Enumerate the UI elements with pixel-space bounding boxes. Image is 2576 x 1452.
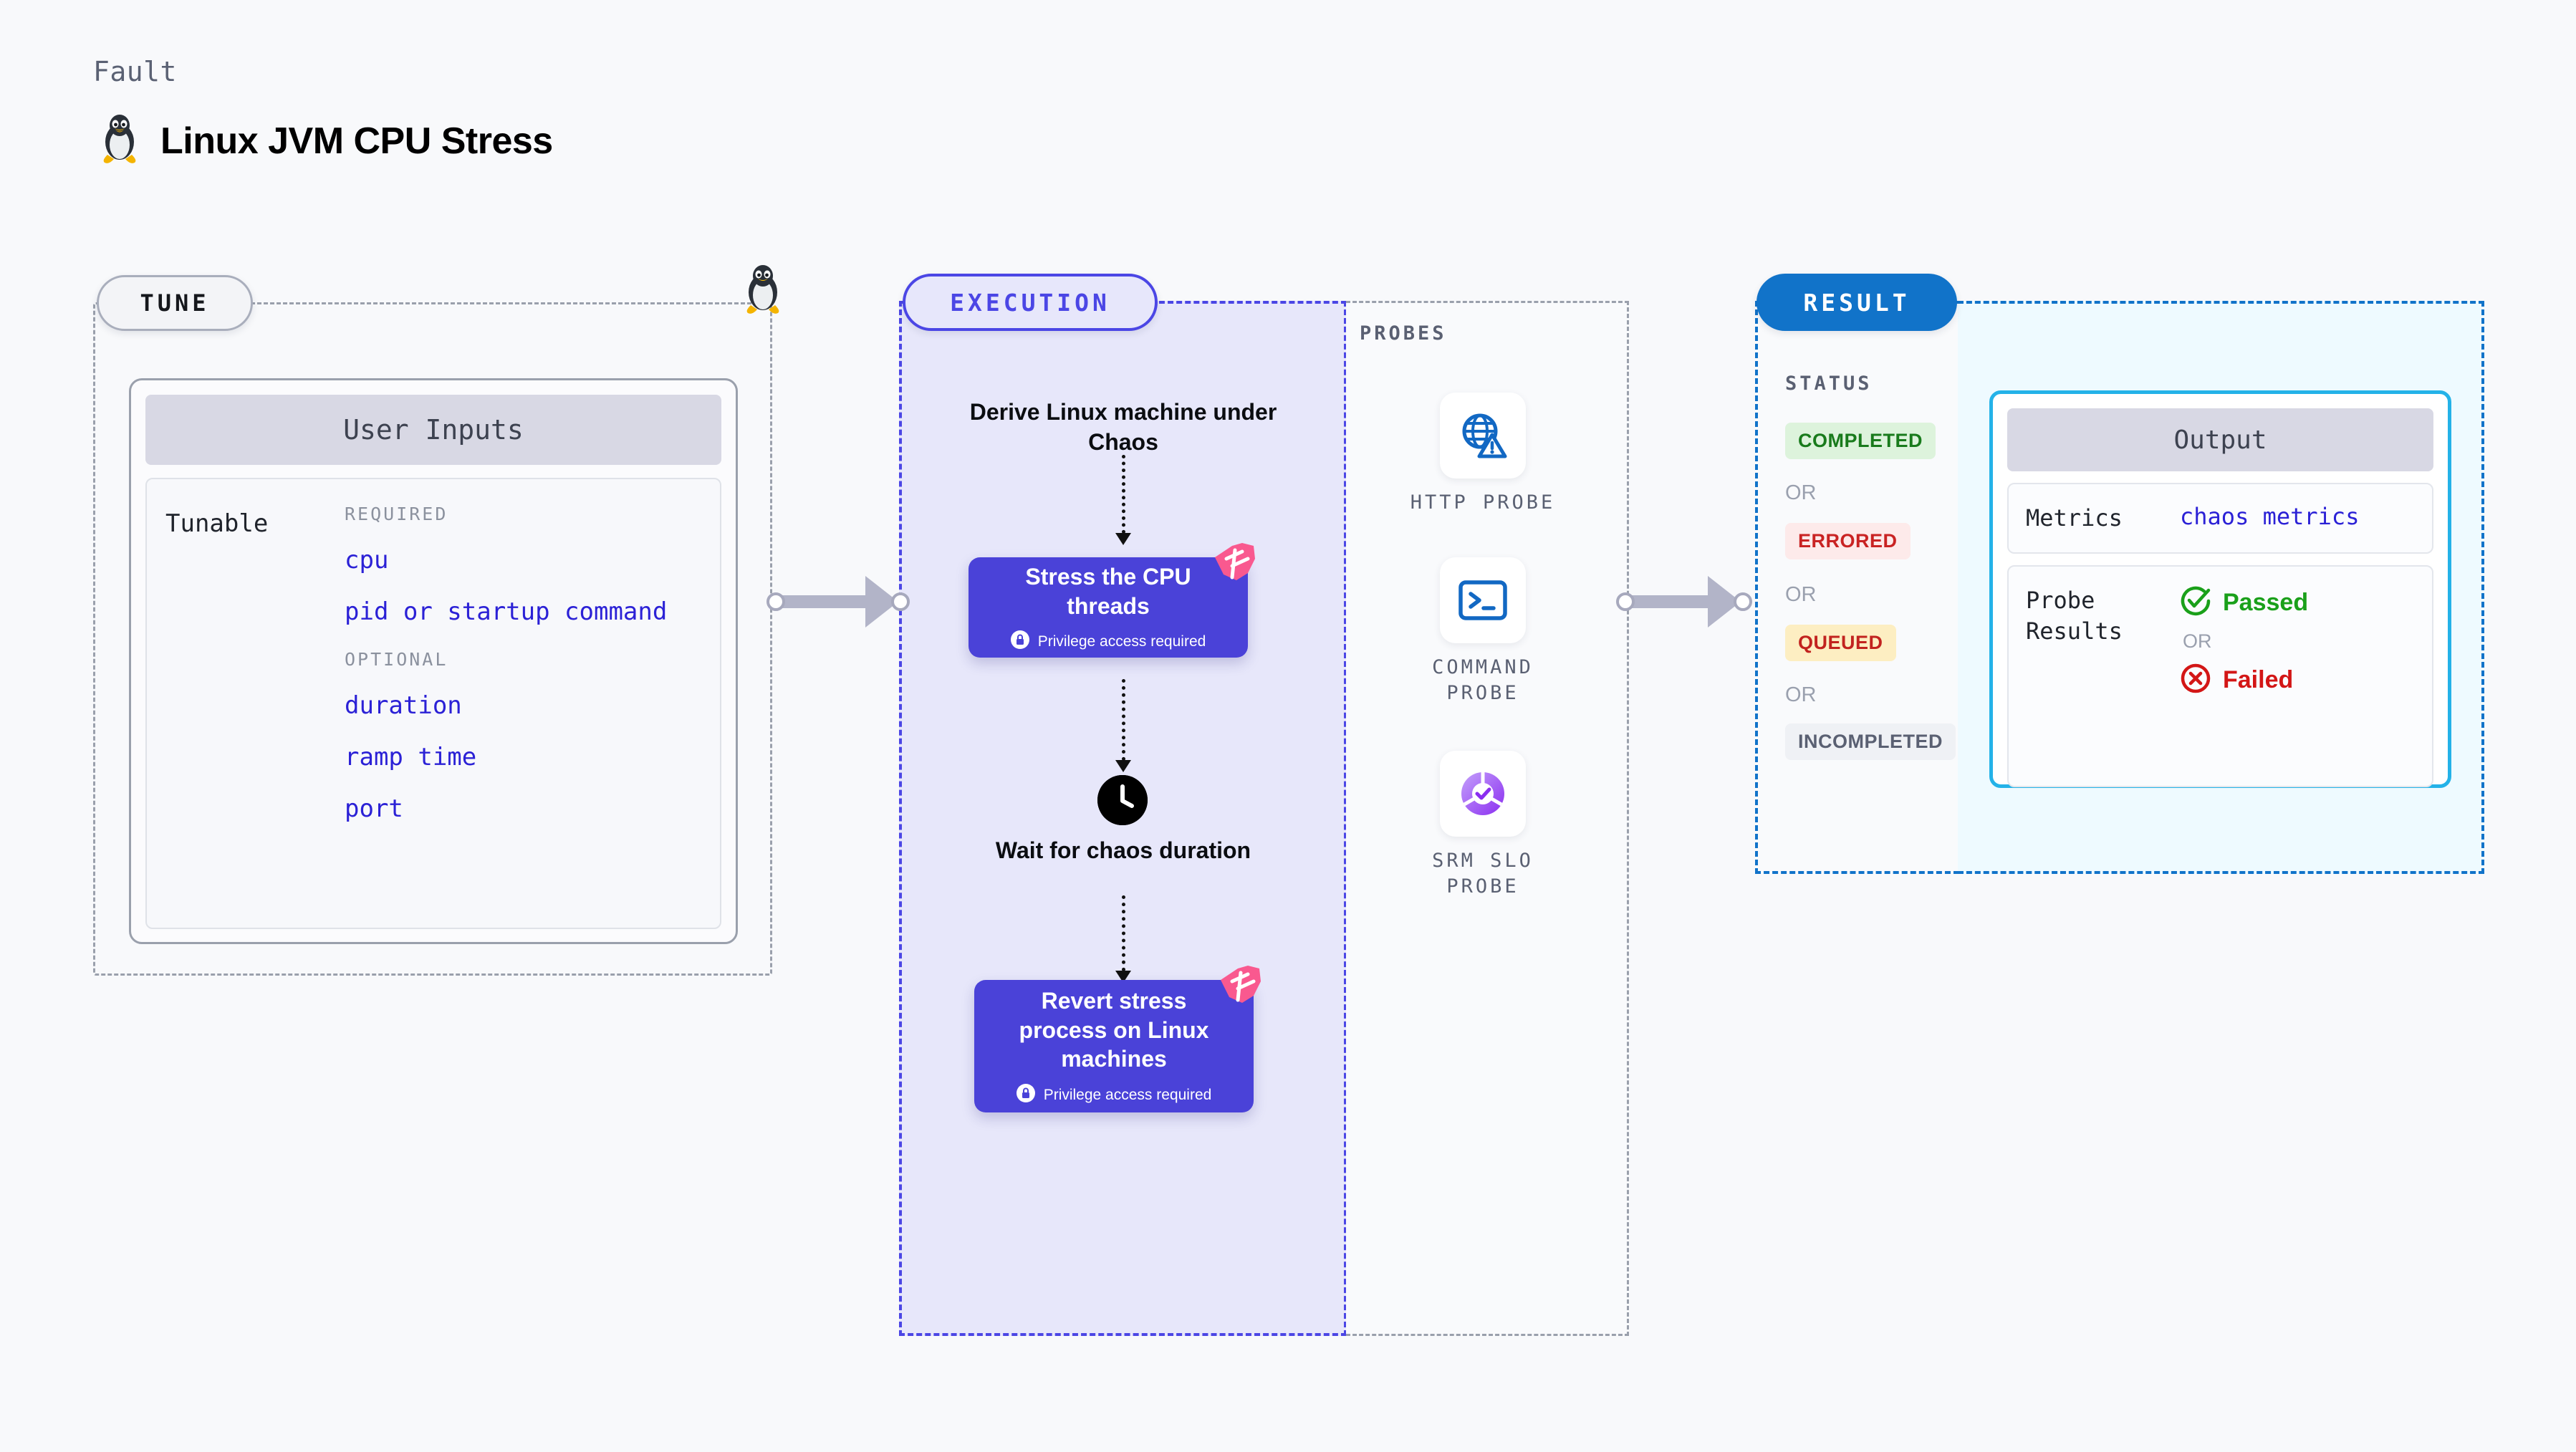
tunable-param-duration[interactable]: duration — [345, 691, 462, 720]
status-title: STATUS — [1785, 372, 1873, 395]
check-circle-icon — [2180, 585, 2211, 620]
result-pill[interactable]: RESULT — [1756, 274, 1957, 331]
status-badge-incompleted: INCOMPLETED — [1785, 723, 1956, 760]
probe-item-srm-slo[interactable]: SRM SLO PROBE — [1390, 751, 1576, 900]
privilege-note: Privilege access required — [1016, 1084, 1212, 1106]
connector-bar — [1632, 595, 1715, 608]
privilege-note-label: Privilege access required — [1037, 633, 1206, 650]
flow-arrow-3 — [1115, 895, 1131, 983]
page-title: Linux JVM CPU Stress — [160, 120, 553, 162]
connector-execution-to-result — [1616, 573, 1752, 630]
status-badge-completed: COMPLETED — [1785, 423, 1936, 459]
probe-results-key: Probe Results — [2026, 587, 2123, 645]
linux-tux-icon — [97, 113, 142, 168]
probe-result-failed: Failed — [2180, 663, 2415, 698]
x-circle-icon — [2180, 663, 2211, 698]
probe-label-command: COMMAND PROBE — [1432, 656, 1534, 705]
status-badge-queued: QUEUED — [1785, 625, 1896, 661]
linux-tux-corner-icon — [738, 264, 788, 315]
connector-end-dot — [891, 592, 910, 611]
tunable-param-pid-or-startup-command[interactable]: pid or startup command — [345, 597, 668, 626]
privilege-note-label: Privilege access required — [1043, 1086, 1212, 1103]
connector-start-dot — [1616, 592, 1635, 611]
status-badge-errored: ERRORED — [1785, 523, 1911, 559]
probe-result-failed-label: Failed — [2223, 666, 2294, 694]
user-inputs-title: User Inputs — [145, 395, 721, 465]
privilege-note: Privilege access required — [1010, 630, 1206, 653]
probe-item-http[interactable]: HTTP PROBE — [1390, 393, 1576, 516]
probe-label-srm-slo: SRM SLO PROBE — [1432, 850, 1534, 898]
clock-icon — [1097, 775, 1148, 825]
tune-pill[interactable]: TUNE — [97, 275, 253, 331]
tunable-param-port[interactable]: port — [345, 794, 403, 823]
step-revert-stress-process-card[interactable]: Revert stress process on Linux machines … — [974, 966, 1261, 1112]
user-inputs-card: User Inputs Tunable REQUIRED cpu pid or … — [129, 378, 738, 944]
flow-arrow-1 — [1115, 455, 1131, 545]
execution-pill[interactable]: EXECUTION — [903, 274, 1158, 331]
slo-donut-check-icon — [1440, 751, 1526, 837]
terminal-icon — [1440, 557, 1526, 643]
probe-result-or: OR — [2183, 630, 2212, 653]
probe-label-http: HTTP PROBE — [1410, 491, 1556, 514]
optional-group-title: OPTIONAL — [345, 649, 448, 670]
step-revert-stress-process-label: Revert stress process on Linux machines — [1019, 987, 1209, 1072]
probes-title: PROBES — [1360, 322, 1447, 345]
harness-badge-icon — [1211, 542, 1258, 586]
step-stress-cpu-threads-label: Stress the CPU threads — [1025, 563, 1191, 619]
connector-bar — [782, 595, 873, 608]
status-or-1: OR — [1785, 481, 1817, 504]
output-card: Output Metrics chaos metrics Probe Resul… — [1989, 390, 2451, 788]
tunable-param-ramp-time[interactable]: ramp time — [345, 743, 477, 771]
page-title-row: Linux JVM CPU Stress — [97, 113, 553, 168]
output-row-metrics: Metrics chaos metrics — [2007, 483, 2433, 554]
probe-results-values: Passed OR Failed — [2180, 585, 2415, 698]
tune-section-container — [93, 302, 772, 976]
user-inputs-body: Tunable REQUIRED cpu pid or startup comm… — [145, 478, 721, 929]
harness-badge-icon — [1216, 964, 1264, 1009]
required-group-title: REQUIRED — [345, 504, 448, 524]
page-kicker: Fault — [93, 56, 177, 87]
connector-end-dot — [1734, 592, 1752, 611]
probe-result-passed: Passed — [2180, 585, 2415, 620]
tunable-label: Tunable — [165, 509, 269, 538]
metrics-key: Metrics — [2026, 504, 2123, 532]
status-or-3: OR — [1785, 683, 1817, 706]
metrics-value[interactable]: chaos metrics — [2180, 503, 2360, 530]
tunable-params: REQUIRED cpu pid or startup command OPTI… — [345, 504, 701, 903]
step-derive-linux-machine: Derive Linux machine under Chaos — [969, 399, 1277, 455]
step-stress-cpu-threads-card[interactable]: Stress the CPU threads Privilege access … — [969, 543, 1255, 658]
probe-result-passed-label: Passed — [2223, 589, 2309, 617]
probe-item-command[interactable]: COMMAND PROBE — [1390, 557, 1576, 707]
flow-arrow-2 — [1115, 679, 1131, 772]
tunable-param-cpu[interactable]: cpu — [345, 546, 389, 574]
step-wait-for-chaos-duration: Wait for chaos duration — [995, 837, 1251, 863]
output-row-probe-results: Probe Results Passed OR — [2007, 565, 2433, 788]
status-or-2: OR — [1785, 583, 1817, 606]
lock-icon — [1016, 1084, 1035, 1106]
connector-tune-to-execution — [766, 573, 910, 630]
output-title: Output — [2007, 408, 2433, 471]
connector-start-dot — [766, 592, 785, 611]
globe-warning-icon — [1440, 393, 1526, 479]
lock-icon — [1010, 630, 1029, 653]
